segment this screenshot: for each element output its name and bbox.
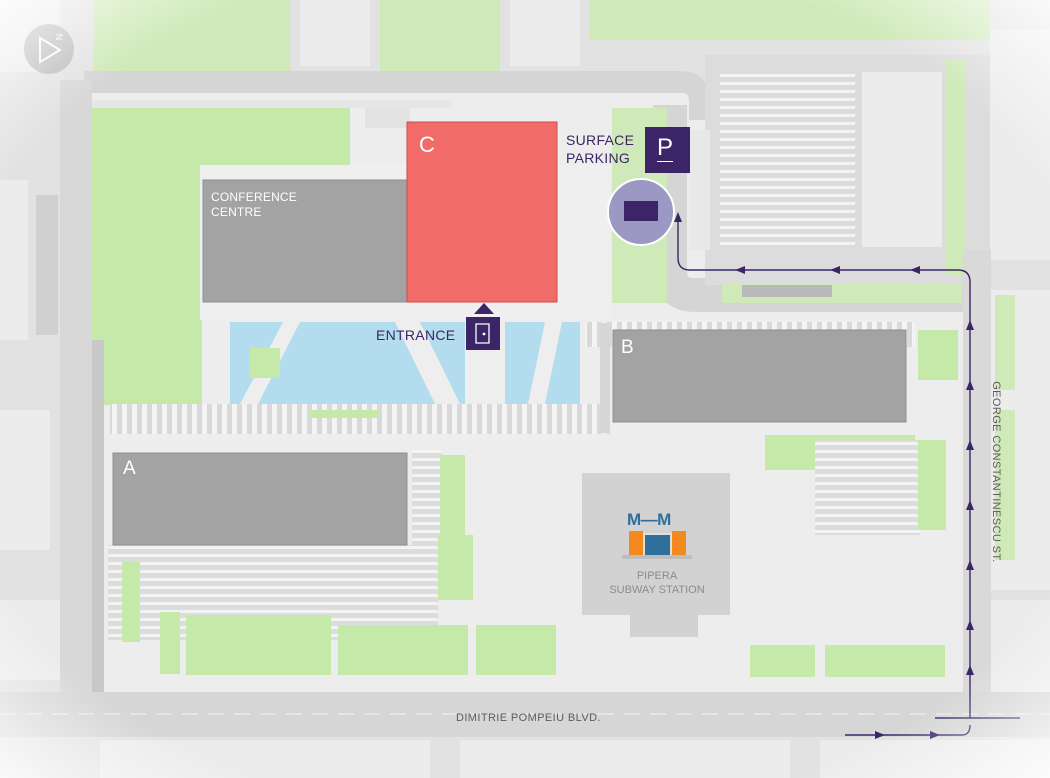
building-c-label: C	[419, 132, 435, 157]
east-street-label: GEORGE CONSTANTINESCU ST.	[990, 381, 1002, 563]
conference-centre-label: CONFERENCE CENTRE	[211, 190, 297, 220]
metro-logo: M—M	[627, 510, 671, 529]
conference-label-line2: CENTRE	[211, 205, 262, 219]
parking-label-line2: PARKING	[566, 150, 631, 166]
subway-station-label: PIPERA SUBWAY STATION	[590, 569, 724, 597]
surface-parking-label: SURFACE PARKING	[566, 131, 634, 167]
subway-label-line2: SUBWAY STATION	[609, 584, 705, 596]
conference-label-line1: CONFERENCE	[211, 190, 298, 204]
building-b-label: B	[621, 337, 634, 358]
south-street-label: DIMITRIE POMPEIU BLVD.	[456, 712, 601, 724]
compass-letter: N	[54, 33, 65, 41]
subway-label-line1: PIPERA	[636, 570, 678, 582]
parking-label-line1: SURFACE	[566, 132, 635, 148]
building-a-label: A	[123, 458, 136, 479]
parking-sign-letter: P	[657, 134, 674, 162]
entrance-label: ENTRANCE	[376, 327, 456, 343]
